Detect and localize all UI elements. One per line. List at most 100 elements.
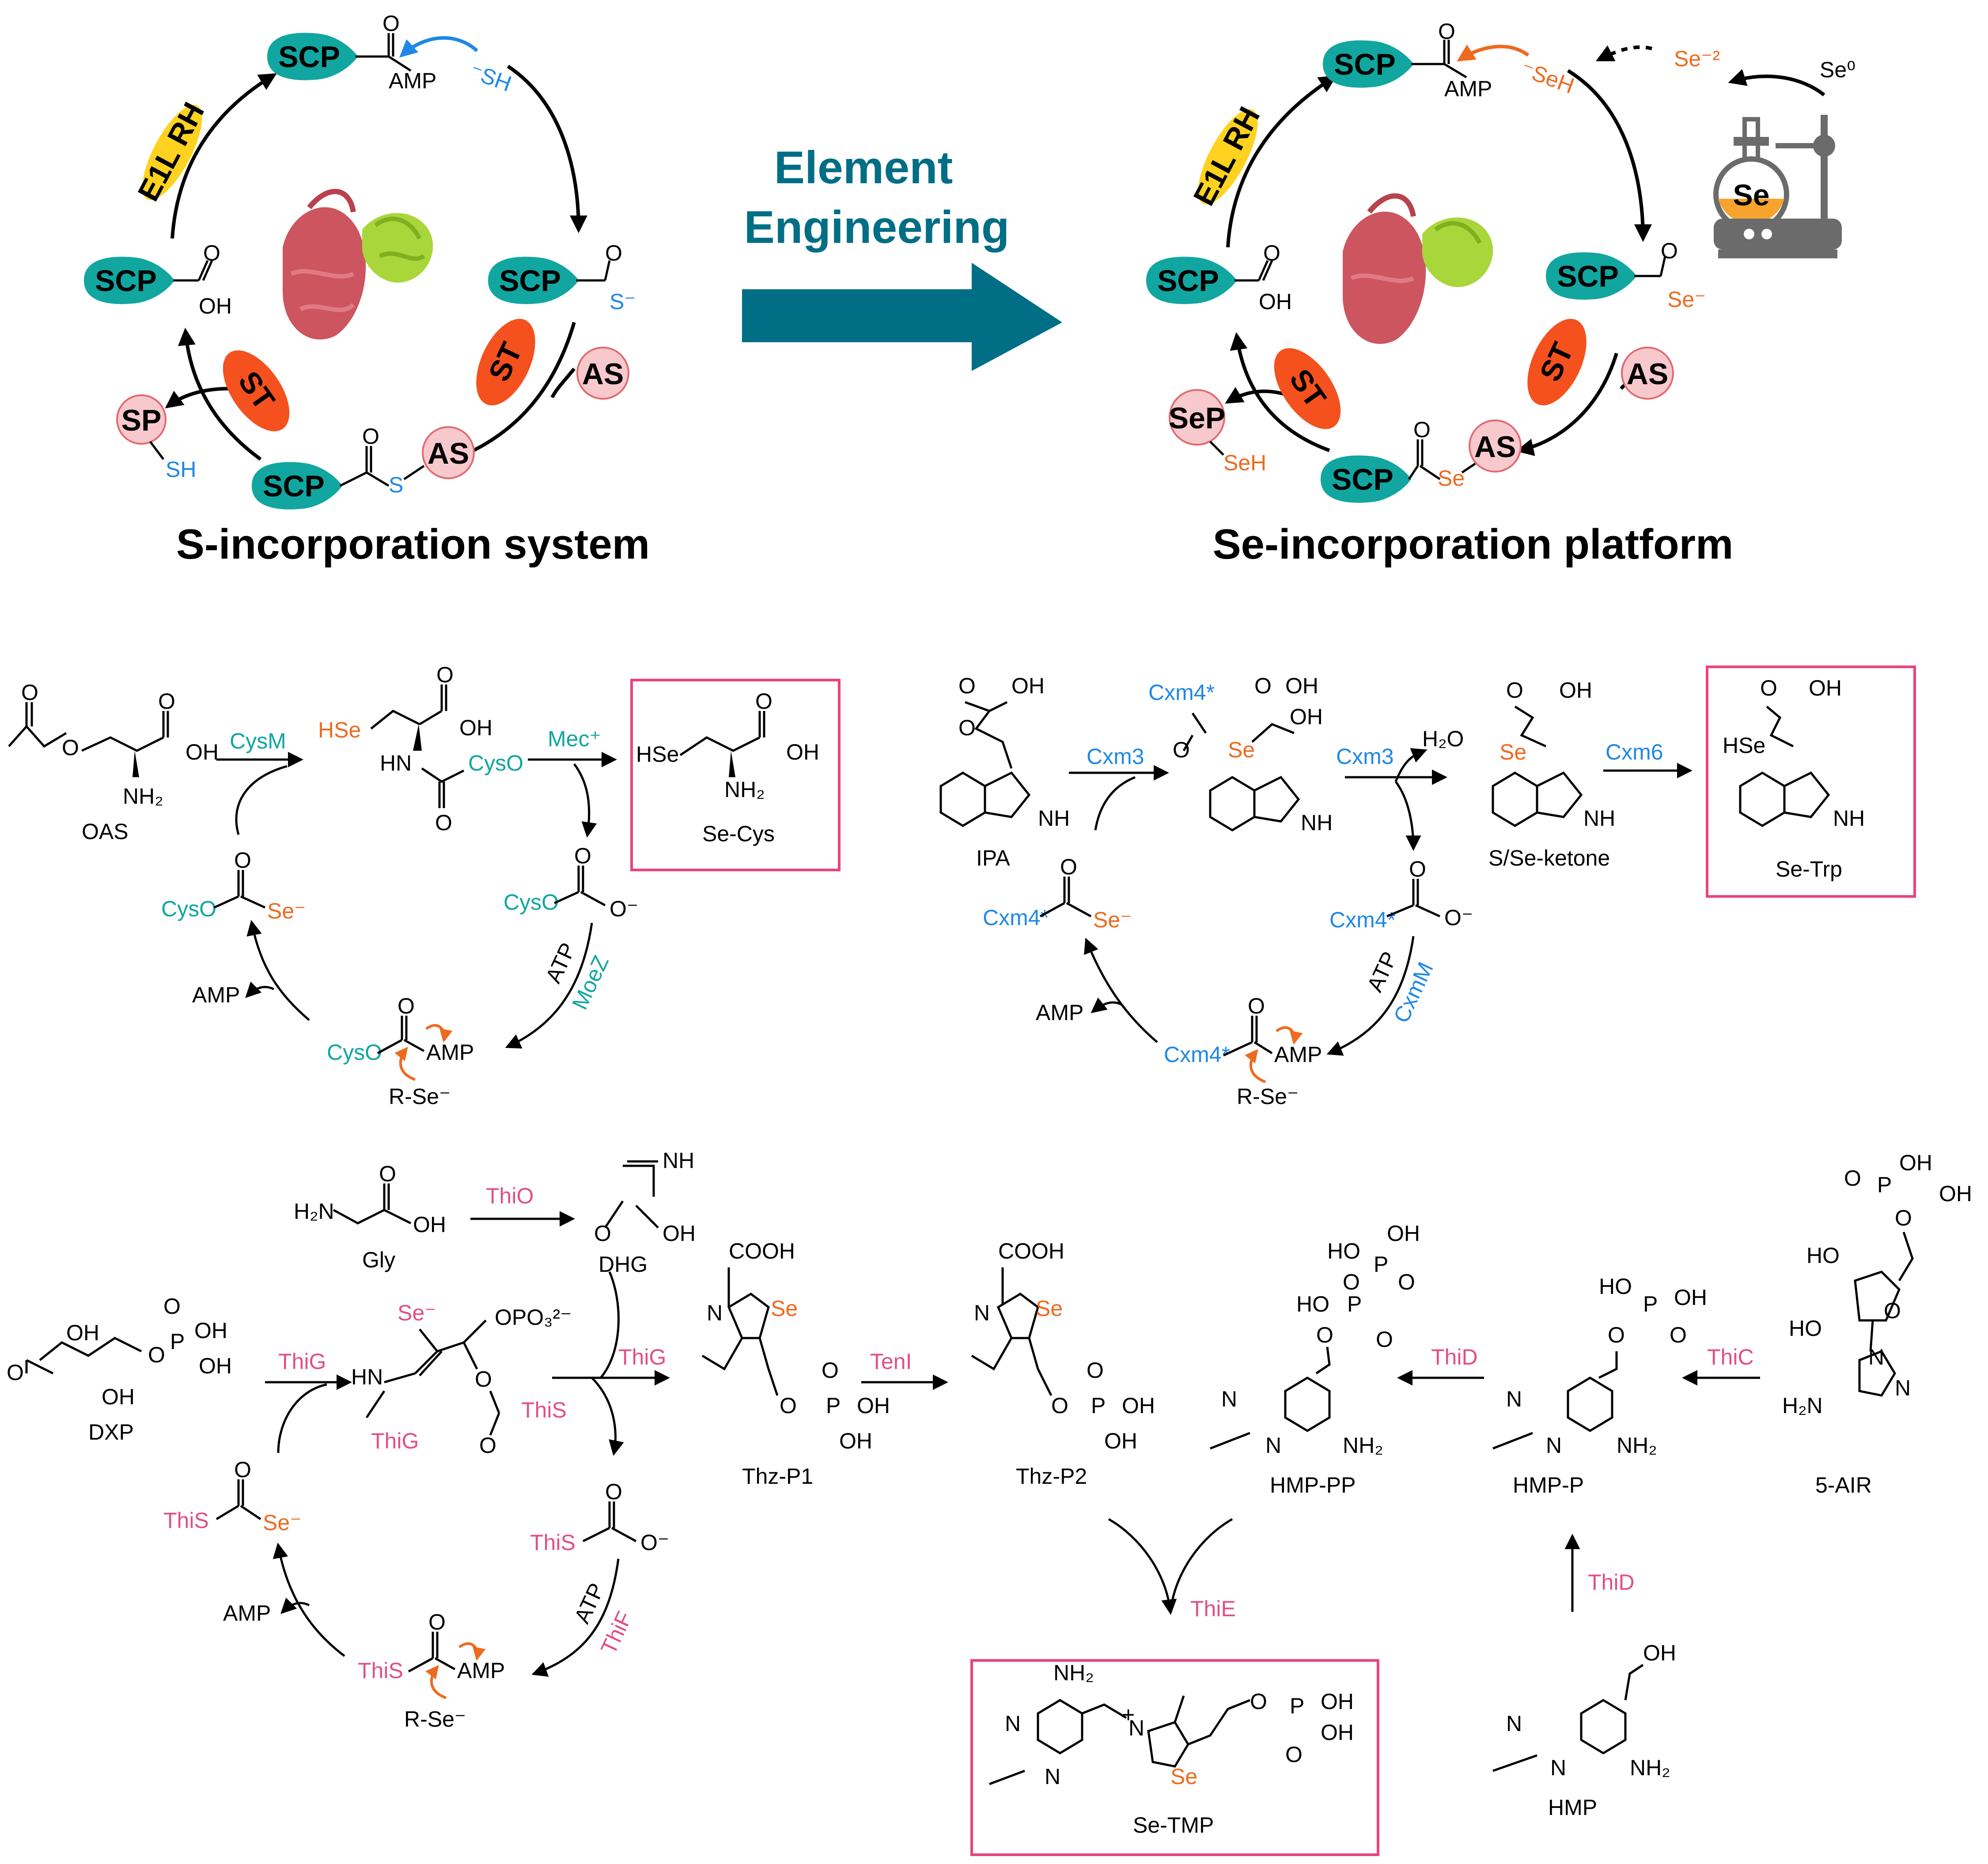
svg-text:O: O [1895, 1206, 1912, 1230]
svg-text:Se: Se [1438, 466, 1465, 491]
svg-text:NH₂: NH₂ [1630, 1755, 1670, 1780]
svg-text:OH: OH [663, 1221, 696, 1246]
svg-text:COOH: COOH [998, 1239, 1064, 1263]
dxp-label: DXP [88, 1420, 134, 1444]
se-tmp-pathway: H₂N O OH Gly ThiO NH O OH DHG O OH OH O … [7, 1148, 1972, 1856]
svg-text:OH: OH [1321, 1720, 1354, 1745]
svg-text:O: O [1173, 737, 1190, 762]
svg-text:P: P [1290, 1694, 1304, 1718]
svg-text:R-Se⁻: R-Se⁻ [404, 1707, 466, 1732]
svg-text:N: N [1550, 1755, 1566, 1780]
svg-text:ThiS: ThiS [530, 1530, 576, 1555]
svg-text:O: O [755, 689, 772, 714]
svg-text:Cxm3: Cxm3 [1336, 744, 1394, 769]
svg-text:Se: Se [1733, 178, 1769, 212]
e1l-rh-enzyme-2: E1L RH [1187, 102, 1266, 211]
svg-text:OH: OH [102, 1384, 135, 1409]
svg-text:AS: AS [428, 437, 469, 470]
svg-text:CysO: CysO [161, 896, 216, 921]
svg-text:OPO₃²⁻: OPO₃²⁻ [495, 1305, 572, 1330]
svg-text:OH: OH [1899, 1150, 1932, 1175]
svg-text:OH: OH [1259, 289, 1292, 314]
svg-text:OH: OH [194, 1318, 227, 1343]
thz-p2-label: Thz-P2 [1016, 1464, 1087, 1489]
svg-text:ThiD: ThiD [1588, 1570, 1635, 1595]
svg-text:Se⁻: Se⁻ [1093, 907, 1132, 932]
cycle-arrow-bottom-left [178, 328, 262, 461]
svg-text:O: O [605, 241, 622, 265]
svg-text:R-Se⁻: R-Se⁻ [389, 1084, 451, 1109]
svg-text:O: O [436, 662, 454, 687]
svg-text:O: O [958, 673, 976, 698]
svg-text:SCP: SCP [1332, 463, 1393, 496]
svg-text:+: + [1122, 1702, 1135, 1727]
svg-text:P: P [1643, 1292, 1658, 1316]
svg-text:NH: NH [1038, 806, 1070, 831]
svg-text:O: O [1248, 994, 1265, 1018]
svg-text:N: N [1265, 1433, 1281, 1458]
svg-text:NH₂: NH₂ [724, 777, 765, 802]
svg-text:AMP: AMP [1036, 1000, 1083, 1025]
e1l-rh-enzyme: E1L RH [131, 97, 211, 207]
s-incorporation-cycle: SCP O AMP ⁻SH E1L RH SCP O OH SCP O S⁻ [84, 11, 650, 568]
se-incorporation-cycle: SCP O AMP ⁻SeH Se⁻² Se⁰ Se E1L RH [1146, 19, 1855, 568]
svg-text:ThiG: ThiG [278, 1349, 326, 1374]
svg-text:O: O [1438, 19, 1455, 44]
svg-text:O: O [1844, 1166, 1861, 1191]
scp-label-thioester: SCP [263, 469, 325, 503]
svg-text:OH: OH [839, 1429, 872, 1453]
svg-text:O: O [1413, 417, 1431, 442]
svg-text:ThiG: ThiG [371, 1429, 419, 1453]
protein-structure-icon-2 [1343, 193, 1493, 344]
svg-text:P: P [170, 1329, 185, 1354]
svg-text:O: O [158, 689, 175, 714]
svg-text:HO: HO [1806, 1243, 1840, 1268]
svg-text:NH: NH [1301, 810, 1333, 835]
as-sphere-bound [422, 426, 475, 479]
svg-text:NH₂: NH₂ [1343, 1433, 1383, 1458]
svg-text:OH: OH [786, 740, 819, 764]
svg-text:OH: OH [1011, 673, 1045, 698]
svg-text:Engineering: Engineering [744, 202, 1010, 253]
sh-label: SH [166, 457, 196, 482]
se-cys-pathway: O O O OH NH₂ OAS CysM HSe O OH HN O CysO… [8, 662, 841, 1109]
svg-text:ThiG: ThiG [618, 1345, 666, 1369]
svg-text:Se⁻: Se⁻ [398, 1301, 436, 1325]
st-enzyme-right: ST [476, 319, 535, 405]
svg-text:H₂N: H₂N [294, 1199, 334, 1224]
svg-text:N: N [1005, 1711, 1021, 1736]
scp-label-acid: SCP [95, 264, 157, 298]
left-panel-title: S-incorporation system [176, 521, 650, 568]
svg-text:SCP: SCP [1557, 260, 1619, 293]
svg-text:AMP: AMP [223, 1601, 271, 1626]
svg-text:O: O [574, 843, 591, 868]
svg-text:O: O [398, 994, 415, 1018]
svg-text:AMP: AMP [1444, 76, 1492, 101]
svg-text:O: O [958, 715, 976, 740]
svg-text:OH: OH [1674, 1285, 1707, 1310]
svg-text:OH: OH [1559, 678, 1592, 703]
svg-text:Cxm4*: Cxm4* [1148, 680, 1215, 705]
svg-text:O: O [163, 1294, 181, 1319]
svg-text:HN: HN [351, 1365, 383, 1389]
svg-text:O: O [1506, 678, 1523, 703]
element-engineering-arrow: Element Engineering [742, 142, 1062, 371]
svg-text:Se: Se [1036, 1296, 1063, 1321]
svg-text:O: O [1051, 1393, 1068, 1418]
svg-text:OH: OH [1285, 673, 1318, 698]
svg-text:O: O [1060, 854, 1077, 879]
svg-text:OH: OH [1321, 1689, 1354, 1714]
st-enzyme-left-2: ST [1274, 348, 1341, 429]
svg-text:ThiS: ThiS [521, 1398, 567, 1422]
svg-text:HO: HO [1789, 1316, 1822, 1341]
svg-text:N: N [1895, 1376, 1911, 1400]
se-trp-pathway: O OH O NH IPA Cxm3 Cxm4* O Se O OH OH NH… [939, 665, 1916, 1109]
svg-text:CysO: CysO [327, 1040, 382, 1065]
svg-text:HSe: HSe [636, 742, 679, 767]
svg-text:OH: OH [1387, 1221, 1420, 1246]
svg-text:Cxm4*: Cxm4* [1164, 1042, 1230, 1067]
svg-text:HSe: HSe [1723, 733, 1765, 758]
svg-text:O: O [1254, 673, 1272, 698]
thz-p1-label: Thz-P1 [742, 1464, 813, 1489]
